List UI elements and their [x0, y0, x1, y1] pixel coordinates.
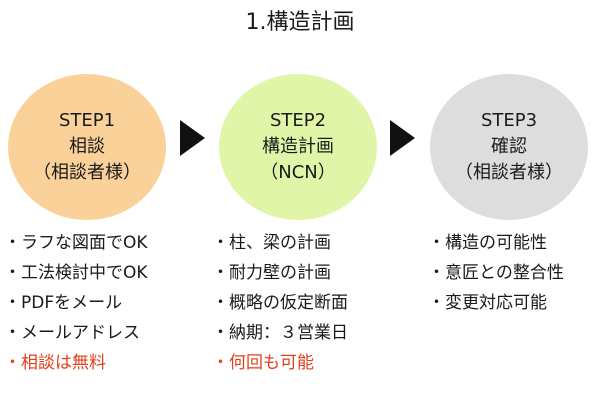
step2-bullet-list: ・柱、梁の計画 ・耐力壁の計画 ・概略の仮定断面 ・納期：３営業日 ・何回も可能 — [212, 228, 348, 378]
page-title: 1.構造計画 — [245, 10, 355, 35]
list-item: ・耐力壁の計画 — [212, 263, 331, 283]
step1-sub: （相談者様） — [33, 162, 141, 183]
step2-label: STEP2 — [269, 110, 327, 131]
step3-sub: （相談者様） — [455, 162, 563, 183]
list-item: ・納期：３営業日 — [212, 323, 348, 343]
list-item-highlight: ・何回も可能 — [212, 353, 314, 373]
step3-name: 確認 — [491, 136, 527, 157]
step2-sub: （NCN） — [260, 162, 336, 183]
list-item: ・柱、梁の計画 — [212, 233, 331, 253]
step1-label: STEP1 — [58, 110, 116, 131]
list-item: ・構造の可能性 — [428, 233, 547, 253]
step2-circle: STEP2 構造計画 （NCN） — [219, 74, 377, 220]
list-item: ・PDFをメール — [4, 293, 123, 313]
right-arrow-icon — [180, 120, 205, 156]
list-item: ・概略の仮定断面 — [212, 293, 348, 313]
list-item-highlight: ・相談は無料 — [4, 353, 106, 373]
step3-circle: STEP3 確認 （相談者様） — [430, 74, 588, 220]
list-item: ・メールアドレス — [4, 323, 140, 343]
list-item: ・工法検討中でOK — [4, 263, 148, 283]
step3-label: STEP3 — [480, 110, 538, 131]
step1-name: 相談 — [69, 136, 105, 157]
step1-circle: STEP1 相談 （相談者様） — [8, 74, 166, 220]
step3-bullet-list: ・構造の可能性 ・意匠との整合性 ・変更対応可能 — [428, 228, 564, 318]
list-item: ・ラフな図面でOK — [4, 233, 148, 253]
right-arrow-icon — [390, 120, 415, 156]
step1-bullet-list: ・ラフな図面でOK ・工法検討中でOK ・PDFをメール ・メールアドレス ・相… — [4, 228, 148, 378]
list-item: ・意匠との整合性 — [428, 263, 564, 283]
step2-name: 構造計画 — [262, 136, 334, 157]
list-item: ・変更対応可能 — [428, 293, 547, 313]
